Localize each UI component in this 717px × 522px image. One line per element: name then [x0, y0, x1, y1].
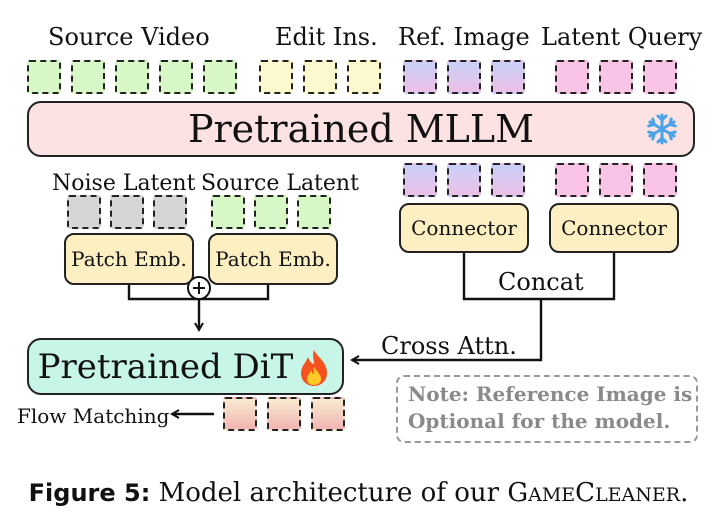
latent-query-label: Latent Query: [541, 23, 703, 51]
noise-latent-token: [67, 195, 101, 229]
latent-query-token: [643, 60, 677, 94]
pretrained-mllm-box: Pretrained MLLM: [27, 101, 695, 157]
latent-query-token: [599, 60, 633, 94]
fire-icon: [301, 350, 327, 386]
source-latent-label: Source Latent: [201, 171, 359, 196]
patch-emb-source-box: Patch Emb.: [208, 233, 338, 285]
concat-label: Concat: [498, 268, 584, 296]
noise-latent-label: Noise Latent: [52, 171, 196, 196]
latent-query-output-token: [643, 163, 677, 197]
connector-query-box: Connector: [549, 203, 679, 253]
pretrained-dit-box: Pretrained DiT: [27, 338, 344, 395]
edit-ins-token: [259, 60, 293, 94]
flow-matching-label: Flow Matching: [17, 404, 170, 428]
edit-ins-label: Edit Ins.: [275, 23, 378, 51]
source-video-token: [27, 60, 61, 94]
snowflake-icon: [646, 113, 678, 145]
figure-number: Figure 5:: [28, 479, 151, 507]
ref-image-token: [447, 60, 481, 94]
latent-query-token: [555, 60, 589, 94]
caption-name-part: C: [575, 478, 596, 508]
caption-name-part: G: [507, 478, 529, 508]
patch-emb-noise-box: Patch Emb.: [64, 233, 194, 285]
plus-circle-icon: [187, 276, 211, 300]
source-video-token: [203, 60, 237, 94]
ref-image-token: [491, 60, 525, 94]
output-latent-token: [267, 397, 301, 431]
noise-latent-token: [153, 195, 187, 229]
source-video-token: [115, 60, 149, 94]
ref-image-output-token: [491, 163, 525, 197]
note-line-2: Optional for the model.: [408, 409, 671, 433]
source-latent-token: [297, 195, 331, 229]
caption-name-part: LEANER: [595, 484, 681, 506]
patch-emb-label: Patch Emb.: [215, 247, 331, 271]
figure-caption: Figure 5: Model architecture of our GAME…: [0, 478, 717, 508]
note-box: Note: Reference Image is Optional for th…: [396, 375, 698, 443]
edit-ins-token: [303, 60, 337, 94]
note-line-1: Note: Reference Image is: [408, 382, 693, 406]
source-video-token: [71, 60, 105, 94]
latent-query-output-token: [555, 163, 589, 197]
latent-query-output-token: [599, 163, 633, 197]
edit-ins-token: [347, 60, 381, 94]
dit-label: Pretrained DiT: [37, 346, 294, 387]
output-latent-token: [311, 397, 345, 431]
caption-end: .: [680, 478, 689, 508]
caption-text: Model architecture of our: [158, 478, 508, 508]
cross-attn-label: Cross Attn.: [381, 332, 517, 360]
source-latent-token: [211, 195, 245, 229]
output-latent-token: [223, 397, 257, 431]
mllm-label: Pretrained MLLM: [187, 107, 535, 151]
ref-image-label: Ref. Image: [398, 23, 530, 51]
ref-image-output-token: [403, 163, 437, 197]
ref-image-output-token: [447, 163, 481, 197]
connector-ref-box: Connector: [399, 203, 529, 253]
connector-label: Connector: [561, 216, 667, 240]
ref-image-token: [403, 60, 437, 94]
caption-name-part: AME: [528, 484, 576, 506]
source-latent-token: [254, 195, 288, 229]
patch-emb-label: Patch Emb.: [71, 247, 187, 271]
source-video-label: Source Video: [48, 23, 210, 51]
source-video-token: [159, 60, 193, 94]
connector-label: Connector: [411, 216, 517, 240]
noise-latent-token: [110, 195, 144, 229]
